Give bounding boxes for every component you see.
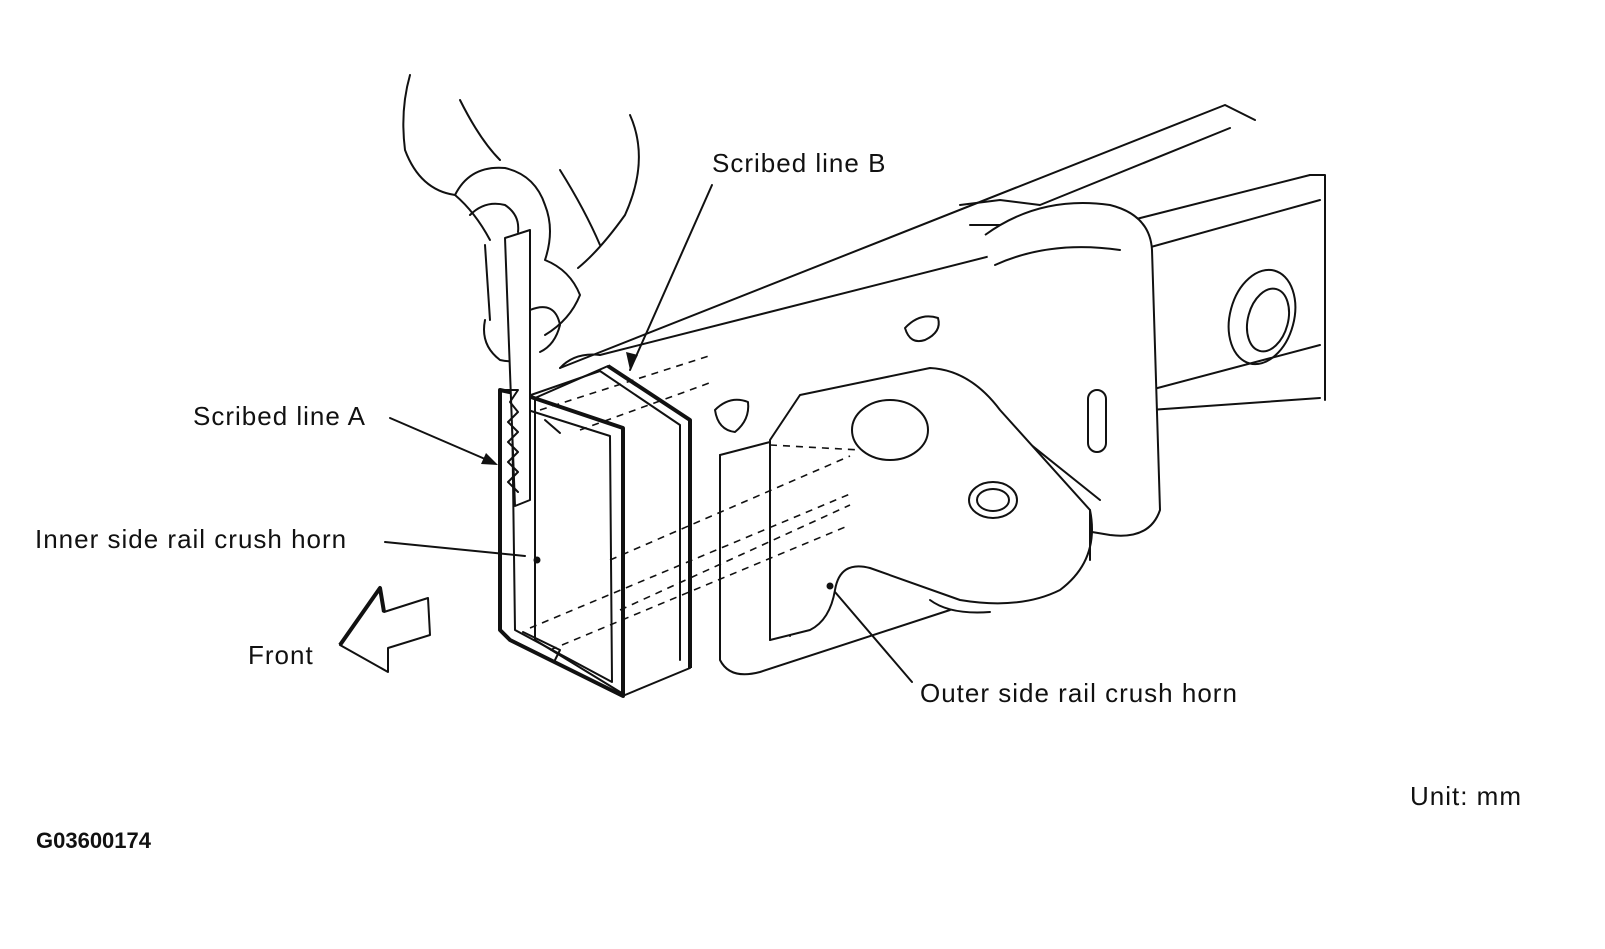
- front-arrow-icon: [338, 586, 431, 673]
- label-scribed-line-a: Scribed line A: [193, 401, 366, 431]
- label-outer-crush-horn: Outer side rail crush horn: [920, 678, 1238, 708]
- hand-with-scriber: [402, 74, 640, 507]
- label-unit: Unit: mm: [1410, 781, 1522, 811]
- outer-crush-horn: [769, 367, 1093, 641]
- label-front: Front: [248, 640, 314, 670]
- figure-code: G03600174: [36, 828, 152, 853]
- inner-crush-horn: [498, 354, 861, 698]
- label-inner-crush-horn: Inner side rail crush horn: [35, 524, 347, 554]
- leader-lines: [384, 184, 913, 683]
- label-scribed-line-b: Scribed line B: [712, 148, 886, 178]
